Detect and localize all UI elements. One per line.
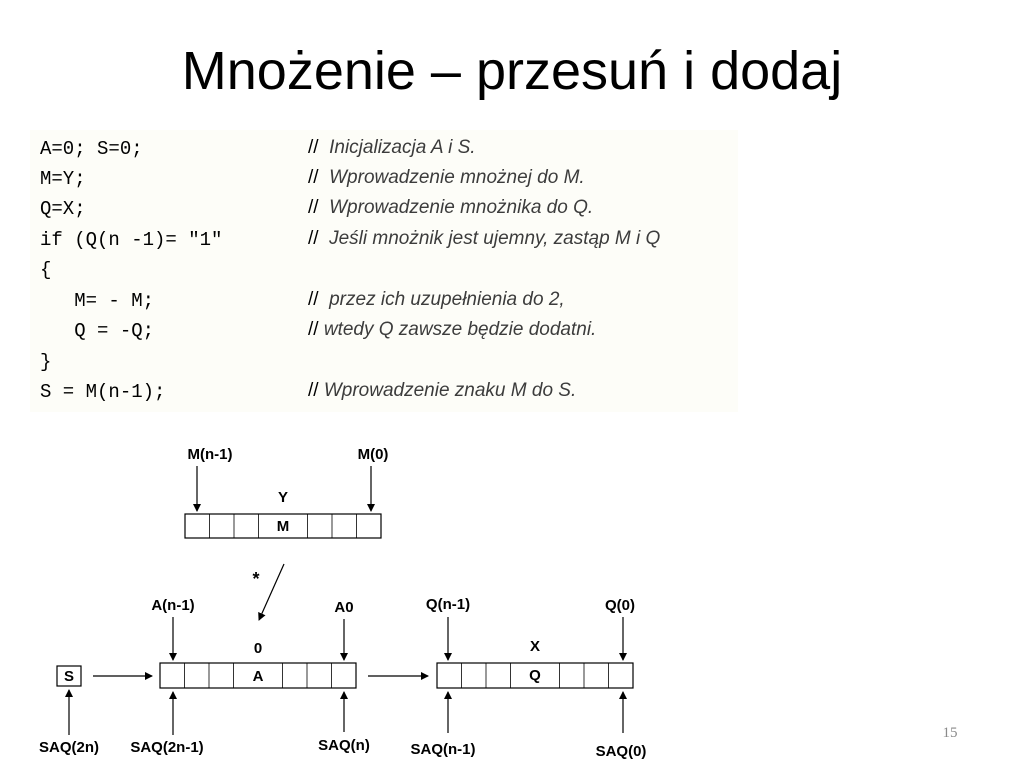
comment-slashes: // xyxy=(308,380,319,401)
code-text: Q=X; xyxy=(40,198,86,220)
code-line: M=Y; // Wprowadzenie mnożnej do M. xyxy=(40,165,740,195)
q-register: Q(n-1) Q(0) X Q SAQ(n-1) SAQ(0) xyxy=(411,596,647,760)
code-comment: // wtedy Q zawsze będzie dodatni. xyxy=(308,319,596,341)
comment-slashes: // xyxy=(308,319,319,340)
m-top-label: Y xyxy=(278,489,288,506)
q-bottom-left-label: SAQ(n-1) xyxy=(411,741,476,758)
comment-slashes: // xyxy=(308,228,319,249)
multiply-symbol: * xyxy=(252,569,259,589)
s-register-name: S xyxy=(64,668,74,685)
code-comment: // Wprowadzenie znaku M do S. xyxy=(308,380,576,402)
code-text: S = M(n-1); xyxy=(40,381,166,403)
code-line: { xyxy=(40,256,740,286)
code-text: } xyxy=(40,351,52,373)
code-comment: // przez ich uzupełnienia do 2, xyxy=(308,289,565,311)
m-right-label: M(0) xyxy=(358,446,389,463)
comment-slashes: // xyxy=(308,167,319,188)
comment-slashes: // xyxy=(308,289,319,310)
code-text: A=0; S=0; xyxy=(40,138,143,160)
m-register-cells xyxy=(209,514,357,538)
code-text: { xyxy=(40,259,52,281)
code-text: M=Y; xyxy=(40,168,86,190)
a-register-cells xyxy=(184,663,332,688)
code-line: S = M(n-1); // Wprowadzenie znaku M do S… xyxy=(40,378,740,408)
slide-title: Mnożenie – przesuń i dodaj xyxy=(181,41,843,101)
q-bottom-right-label: SAQ(0) xyxy=(596,743,647,760)
code-text: if (Q(n -1)= "1" xyxy=(40,229,223,251)
comment-text: Jeśli mnożnik jest ujemny, zastąp M i Q xyxy=(318,228,661,249)
code-line: Q = -Q; // wtedy Q zawsze będzie dodatni… xyxy=(40,317,740,347)
a-register-box xyxy=(159,662,357,689)
m-register: M(n-1) M(0) Y M xyxy=(184,446,389,539)
page-number: 15 xyxy=(942,725,958,741)
comment-text: Wprowadzenie mnożnika do Q. xyxy=(318,197,594,218)
m-register-box xyxy=(184,513,382,539)
s-bottom-label: SAQ(2n) xyxy=(39,739,99,756)
code-line: Q=X; // Wprowadzenie mnożnika do Q. xyxy=(40,195,740,225)
comment-text: Wprowadzenie znaku M do S. xyxy=(318,380,577,401)
comment-slashes: // xyxy=(308,197,319,218)
a-register-name: A xyxy=(253,668,264,685)
code-line: } xyxy=(40,348,740,378)
code-line: A=0; S=0; // Inicjalizacja A i S. xyxy=(40,135,740,165)
code-comment: // Inicjalizacja A i S. xyxy=(308,137,476,159)
comment-text: Wprowadzenie mnożnej do M. xyxy=(318,167,585,188)
comment-text: wtedy Q zawsze będzie dodatni. xyxy=(318,319,597,340)
a-register: A(n-1) A0 0 A SAQ(2n-1) SAQ(n) xyxy=(130,597,370,756)
multiply-arrow xyxy=(258,563,285,621)
comment-slashes: // xyxy=(308,137,319,158)
m-left-label: M(n-1) xyxy=(188,446,233,463)
q-top-label: X xyxy=(530,638,540,655)
q-register-cells xyxy=(461,663,609,688)
m-register-name: M xyxy=(277,518,290,535)
a-left-label: A(n-1) xyxy=(151,597,194,614)
code-text: Q = -Q; xyxy=(40,320,155,342)
q-left-label: Q(n-1) xyxy=(426,596,470,613)
code-block: A=0; S=0; // Inicjalizacja A i S. M=Y; /… xyxy=(30,130,738,412)
s-register: S SAQ(2n) xyxy=(39,665,99,756)
a-bottom-right-label: SAQ(n) xyxy=(318,737,370,754)
s-register-box xyxy=(56,665,82,687)
code-line: if (Q(n -1)= "1" // Jeśli mnożnik jest u… xyxy=(40,226,740,256)
q-register-box xyxy=(436,662,634,689)
a-right-label: A0 xyxy=(334,599,353,616)
code-comment: // Jeśli mnożnik jest ujemny, zastąp M i… xyxy=(308,228,660,250)
code-comment: // Wprowadzenie mnożnej do M. xyxy=(308,167,585,189)
q-register-name: Q xyxy=(529,667,541,684)
q-right-label: Q(0) xyxy=(605,597,635,614)
a-bottom-left-label: SAQ(2n-1) xyxy=(130,739,203,756)
comment-text: przez ich uzupełnienia do 2, xyxy=(318,289,565,310)
code-comment: // Wprowadzenie mnożnika do Q. xyxy=(308,197,593,219)
code-line: M= - M; // przez ich uzupełnienia do 2, xyxy=(40,287,740,317)
comment-text: Inicjalizacja A i S. xyxy=(318,137,476,158)
code-text: M= - M; xyxy=(40,290,155,312)
a-top-label: 0 xyxy=(254,640,262,657)
